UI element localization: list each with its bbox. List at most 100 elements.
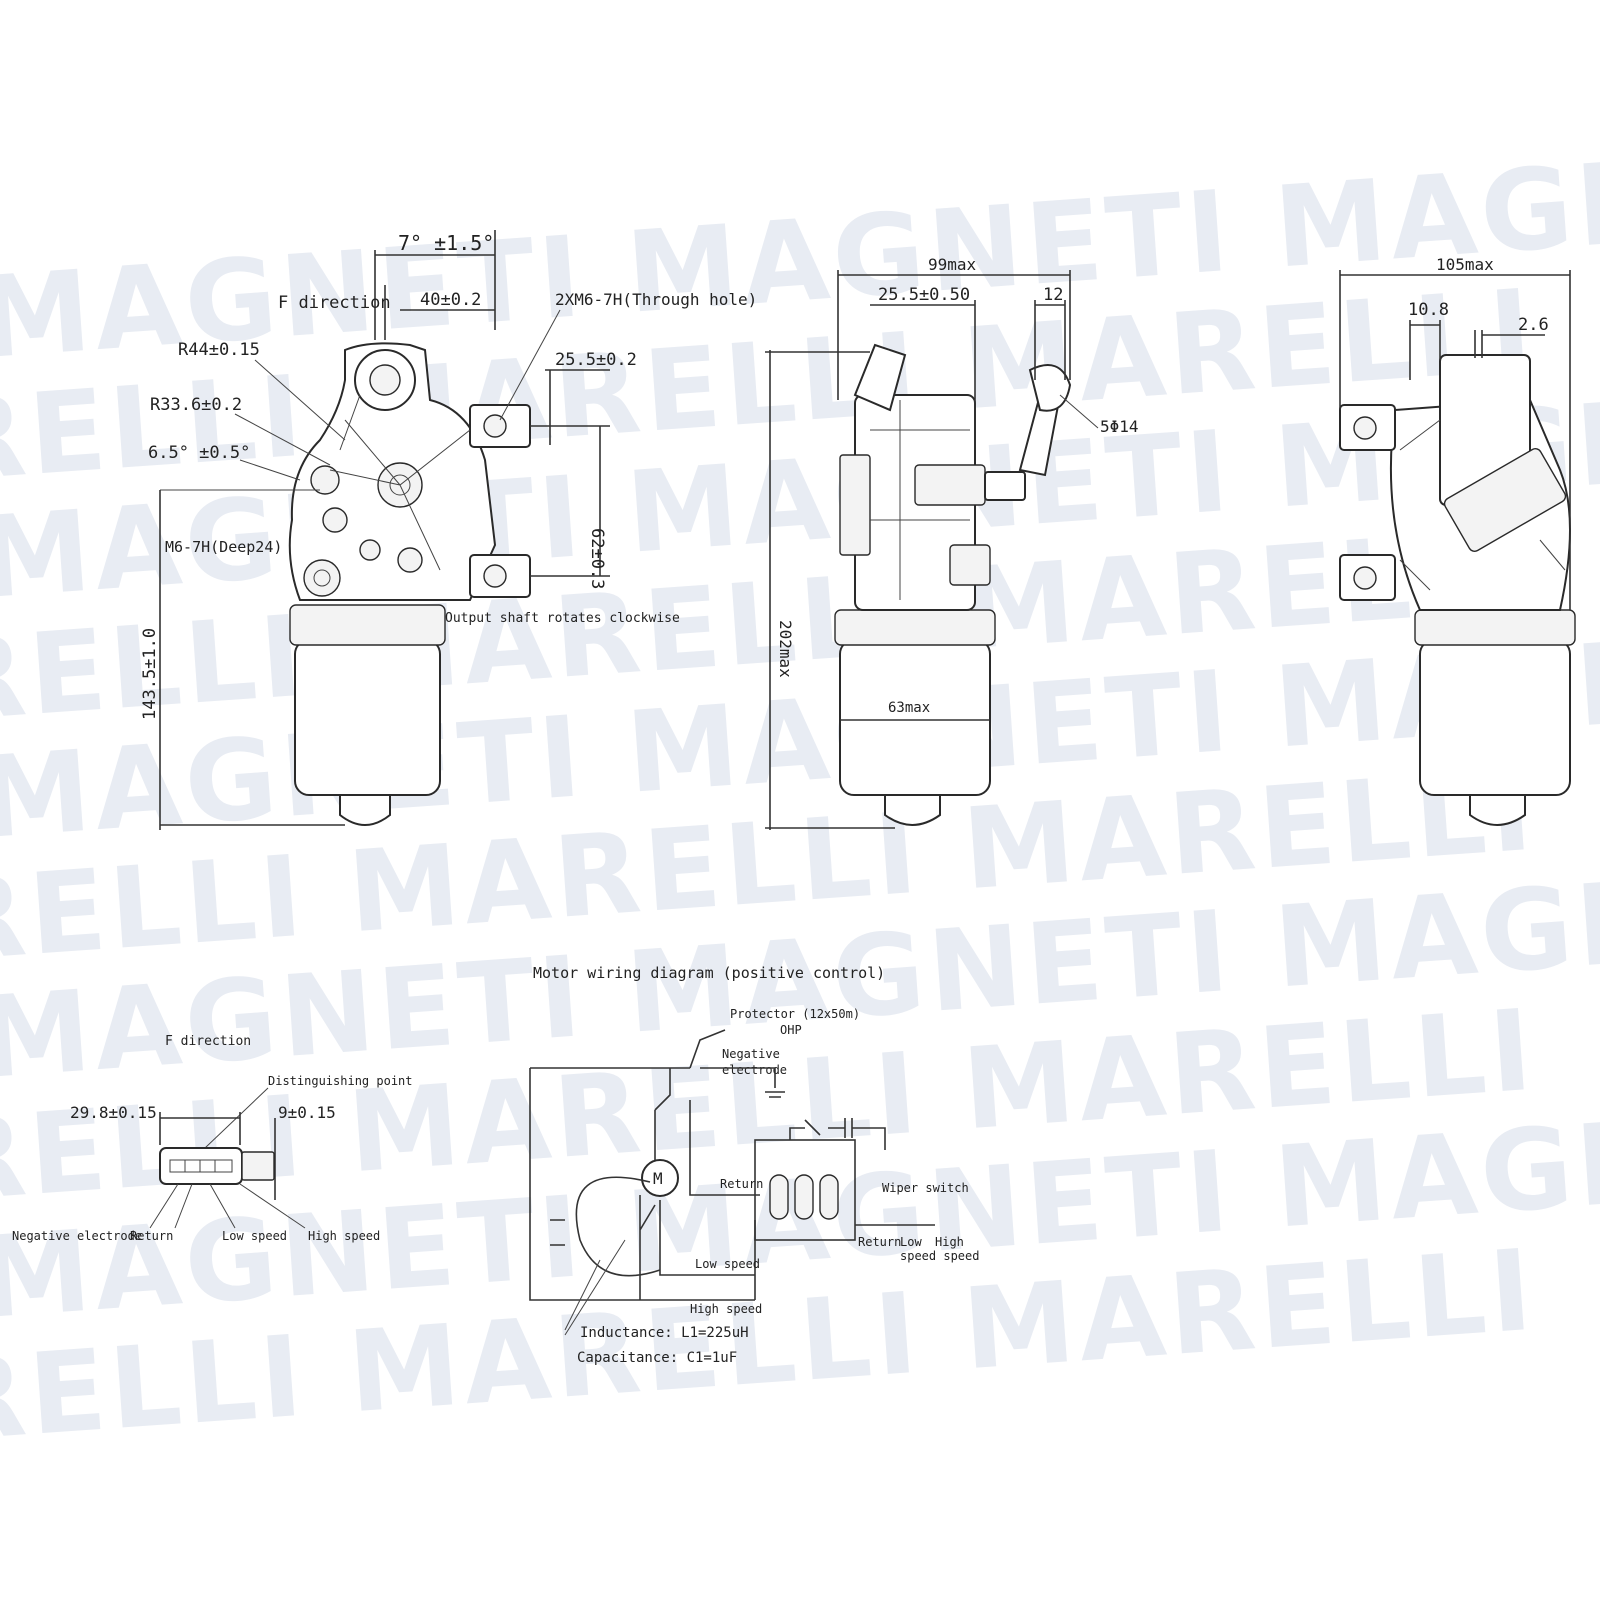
boss-mid <box>322 507 348 533</box>
wiring-switch-top <box>789 1118 886 1150</box>
switch-contact-low <box>794 1174 814 1220</box>
dim-2-6 <box>1474 330 1545 358</box>
leader-r33 <box>234 413 331 466</box>
side-motor-can <box>839 639 991 796</box>
dim-99 <box>837 270 1071 400</box>
label-inductance: Inductance: L1=225uH <box>580 1325 749 1341</box>
wiring-low-speed-line <box>659 1200 755 1276</box>
label-12: 12 <box>1043 285 1063 305</box>
label-m6-deep: M6-7H(Deep24) <box>165 538 282 556</box>
dim-height-side <box>765 350 895 830</box>
label-neg-electrode-2: electrode <box>722 1063 787 1077</box>
label-9: 9±0.15 <box>278 1103 336 1122</box>
label-f-direction: F direction <box>278 293 391 313</box>
connector-view: F direction Distinguishing point 29.8±0.… <box>12 1034 413 1243</box>
side-detail-lines <box>870 400 970 600</box>
label-99: 99max <box>928 255 977 274</box>
housing-ribs <box>329 394 471 571</box>
wiring-thermal-switch <box>654 1068 691 1160</box>
wiring-diagram: Motor wiring diagram (positive control) … <box>529 964 979 1366</box>
connector-body <box>159 1147 243 1185</box>
side-connector-block <box>839 454 871 556</box>
wiring-title: Motor wiring diagram (positive control) <box>533 964 885 982</box>
label-2-6: 2.6 <box>1518 315 1549 335</box>
dim-62 <box>530 425 610 577</box>
label-r44: R44±0.15 <box>178 340 260 360</box>
mount-hole-top <box>483 414 507 438</box>
label-62: 62±0.3 <box>587 528 607 589</box>
rear-motor-flange <box>1414 609 1576 646</box>
label-dist-point: Distinguishing point <box>268 1074 413 1088</box>
label-wiper-switch: Wiper switch <box>882 1181 969 1195</box>
side-connector-head <box>853 343 907 412</box>
leader-through-hole <box>499 309 561 421</box>
dim-angle-top <box>374 230 496 340</box>
switch-contact-high <box>819 1174 839 1220</box>
connector-pins <box>169 1159 233 1173</box>
dim-12 <box>1034 300 1066 380</box>
wiring-protector-lead <box>689 1029 726 1069</box>
label-height-side: 202max <box>776 620 795 678</box>
wiring-motor-symbol <box>641 1159 679 1197</box>
side-end-cap <box>884 794 941 826</box>
side-shaft-housing <box>914 464 986 506</box>
side-motor-flange <box>834 609 996 646</box>
rear-motor-can <box>1419 639 1571 796</box>
side-shaft <box>984 471 1026 501</box>
label-motor: M <box>653 1169 663 1188</box>
label-105: 105max <box>1436 255 1494 274</box>
side-view: 99max 25.5±0.50 12 5Φ14 202max 63max <box>765 255 1139 830</box>
connector-tab <box>241 1151 275 1181</box>
label-switch-speed: speed speed <box>900 1249 979 1263</box>
label-switch-low: Low <box>900 1235 922 1249</box>
label-high-speed: High speed <box>690 1302 762 1316</box>
label-height-front: 143.5±1.0 <box>140 628 160 720</box>
rear-hole-top <box>1353 416 1377 440</box>
leader-connector-pins <box>149 1183 306 1229</box>
label-conn-high: High speed <box>308 1229 380 1243</box>
label-connector-f-direction: F direction <box>165 1034 251 1049</box>
label-40: 40±0.2 <box>420 290 481 310</box>
switch-contact-return <box>769 1174 789 1220</box>
leader-5-14 <box>1059 394 1099 429</box>
front-view: 7° ±1.5° F direction 40±0.2 2XM6-7H(Thro… <box>140 230 757 830</box>
wiring-armature <box>575 1176 661 1277</box>
rear-view: 105max 10.8 2.6 <box>1339 255 1576 826</box>
wiring-switch-contacts <box>769 1174 839 1220</box>
side-crank-ball <box>1028 364 1072 412</box>
label-conn-return: Return <box>130 1229 173 1243</box>
dim-29-8 <box>159 1112 241 1145</box>
label-25-5-front: 25.5±0.2 <box>555 350 637 370</box>
connector-pin-dividers <box>184 1160 216 1172</box>
motor-can <box>294 639 441 796</box>
label-conn-neg: Negative electrode <box>12 1229 142 1243</box>
label-angle-6-5: 6.5° ±0.5° <box>148 443 250 463</box>
label-return: Return <box>720 1177 763 1191</box>
label-29-8: 29.8±0.15 <box>70 1103 157 1122</box>
wiring-ground <box>700 1067 785 1098</box>
motor-flange <box>289 604 446 646</box>
leader-inductance <box>564 1239 626 1336</box>
label-capacitance: Capacitance: C1=1uF <box>577 1350 737 1366</box>
watermark: MAGNETI MAGNETI MAGNETI RELLI MARELLI MA… <box>0 122 1600 1467</box>
output-shaft <box>369 364 401 396</box>
label-output-shaft: Output shaft rotates clockwise <box>445 611 680 626</box>
label-low-speed: Low speed <box>695 1257 760 1271</box>
label-switch-return: Return <box>858 1235 901 1249</box>
dim-105 <box>1339 270 1571 610</box>
label-protector-sub: OHP <box>780 1023 802 1037</box>
leader-angle-6-5 <box>239 459 301 481</box>
rear-detail-lines <box>1399 419 1566 591</box>
label-25-5-side: 25.5±0.50 <box>878 285 970 305</box>
dim-25-5-side <box>870 300 976 450</box>
label-angle-top: 7° ±1.5° <box>398 231 494 255</box>
label-switch-high: High <box>935 1235 964 1249</box>
label-10-8: 10.8 <box>1408 300 1449 320</box>
dim-height-front <box>159 490 345 830</box>
gear-hub-inner <box>389 474 411 496</box>
label-r33: R33.6±0.2 <box>150 395 242 415</box>
dim-10-8 <box>1409 320 1441 380</box>
label-63: 63max <box>888 700 930 716</box>
